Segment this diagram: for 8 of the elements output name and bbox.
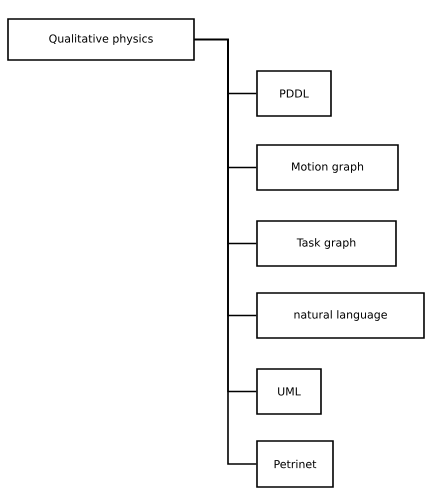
category-box: natural language <box>256 292 425 339</box>
category-box: Motion graph <box>256 144 399 191</box>
category-box: Petrinet <box>256 440 334 488</box>
connector-line <box>194 38 256 465</box>
category-box: Task graph <box>256 220 397 267</box>
root-box: Qualitative physics <box>7 18 195 61</box>
category-box: PDDL <box>256 70 332 117</box>
category-box: UML <box>256 368 322 415</box>
